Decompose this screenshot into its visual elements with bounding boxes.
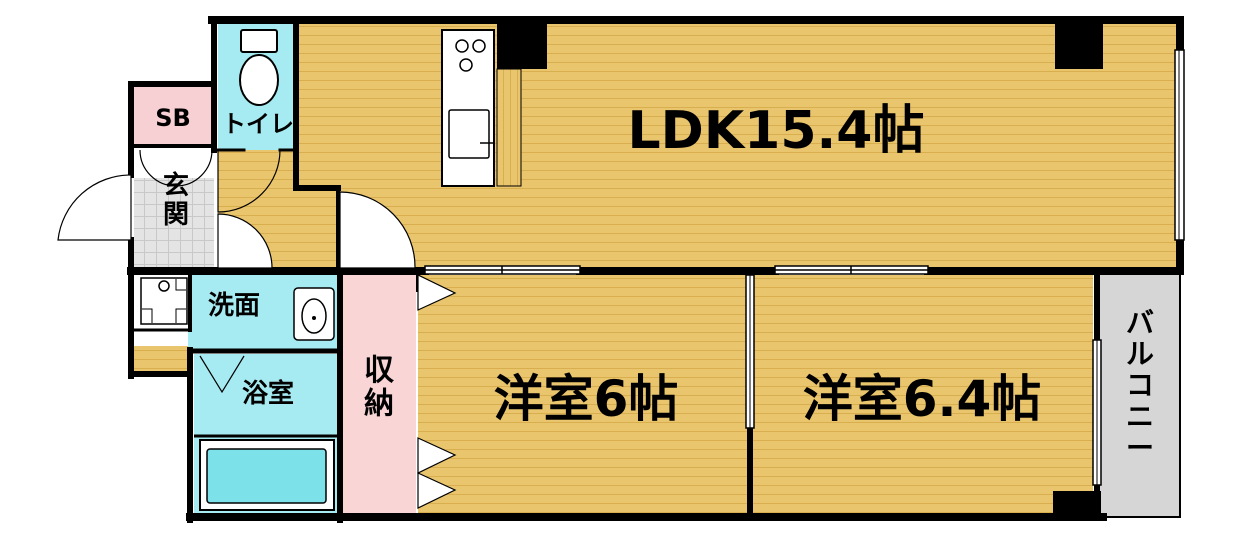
entrance-label: 玄関 <box>163 170 189 230</box>
toilet-label: トイレ <box>222 110 294 138</box>
balcony-label: バルコニー <box>1126 306 1154 464</box>
kitchen-counter <box>441 29 495 187</box>
bathtub <box>199 439 335 511</box>
western1-label: 洋室6帖 <box>494 370 679 428</box>
toilet-fixture <box>239 29 279 106</box>
column-2 <box>1055 24 1103 69</box>
sb-label: SB <box>155 104 191 132</box>
ldk-label: LDK15.4帖 <box>628 101 925 161</box>
western2-label: 洋室6.4帖 <box>803 370 1042 428</box>
washbasin <box>293 287 335 341</box>
door-swings <box>57 149 416 394</box>
washing-machine-pan <box>140 277 188 325</box>
western1-floor <box>418 275 747 513</box>
windows <box>745 49 1185 486</box>
sb-floor <box>134 86 212 146</box>
laundry-shelf <box>134 346 188 374</box>
storage-label: 収納 <box>364 353 395 422</box>
washroom-label: 洗面 <box>208 291 260 321</box>
sliding-doors <box>424 265 929 275</box>
storage-floor <box>342 275 416 513</box>
bathroom-label: 浴室 <box>242 378 294 409</box>
western2-floor <box>753 275 1093 513</box>
kitchen-partition <box>496 68 522 187</box>
column-3 <box>1053 491 1101 517</box>
entrance-tile <box>134 178 214 269</box>
storage-folding-doors <box>417 274 457 509</box>
balcony-floor <box>1100 275 1180 517</box>
column-1 <box>497 24 547 69</box>
walls <box>127 16 1184 523</box>
